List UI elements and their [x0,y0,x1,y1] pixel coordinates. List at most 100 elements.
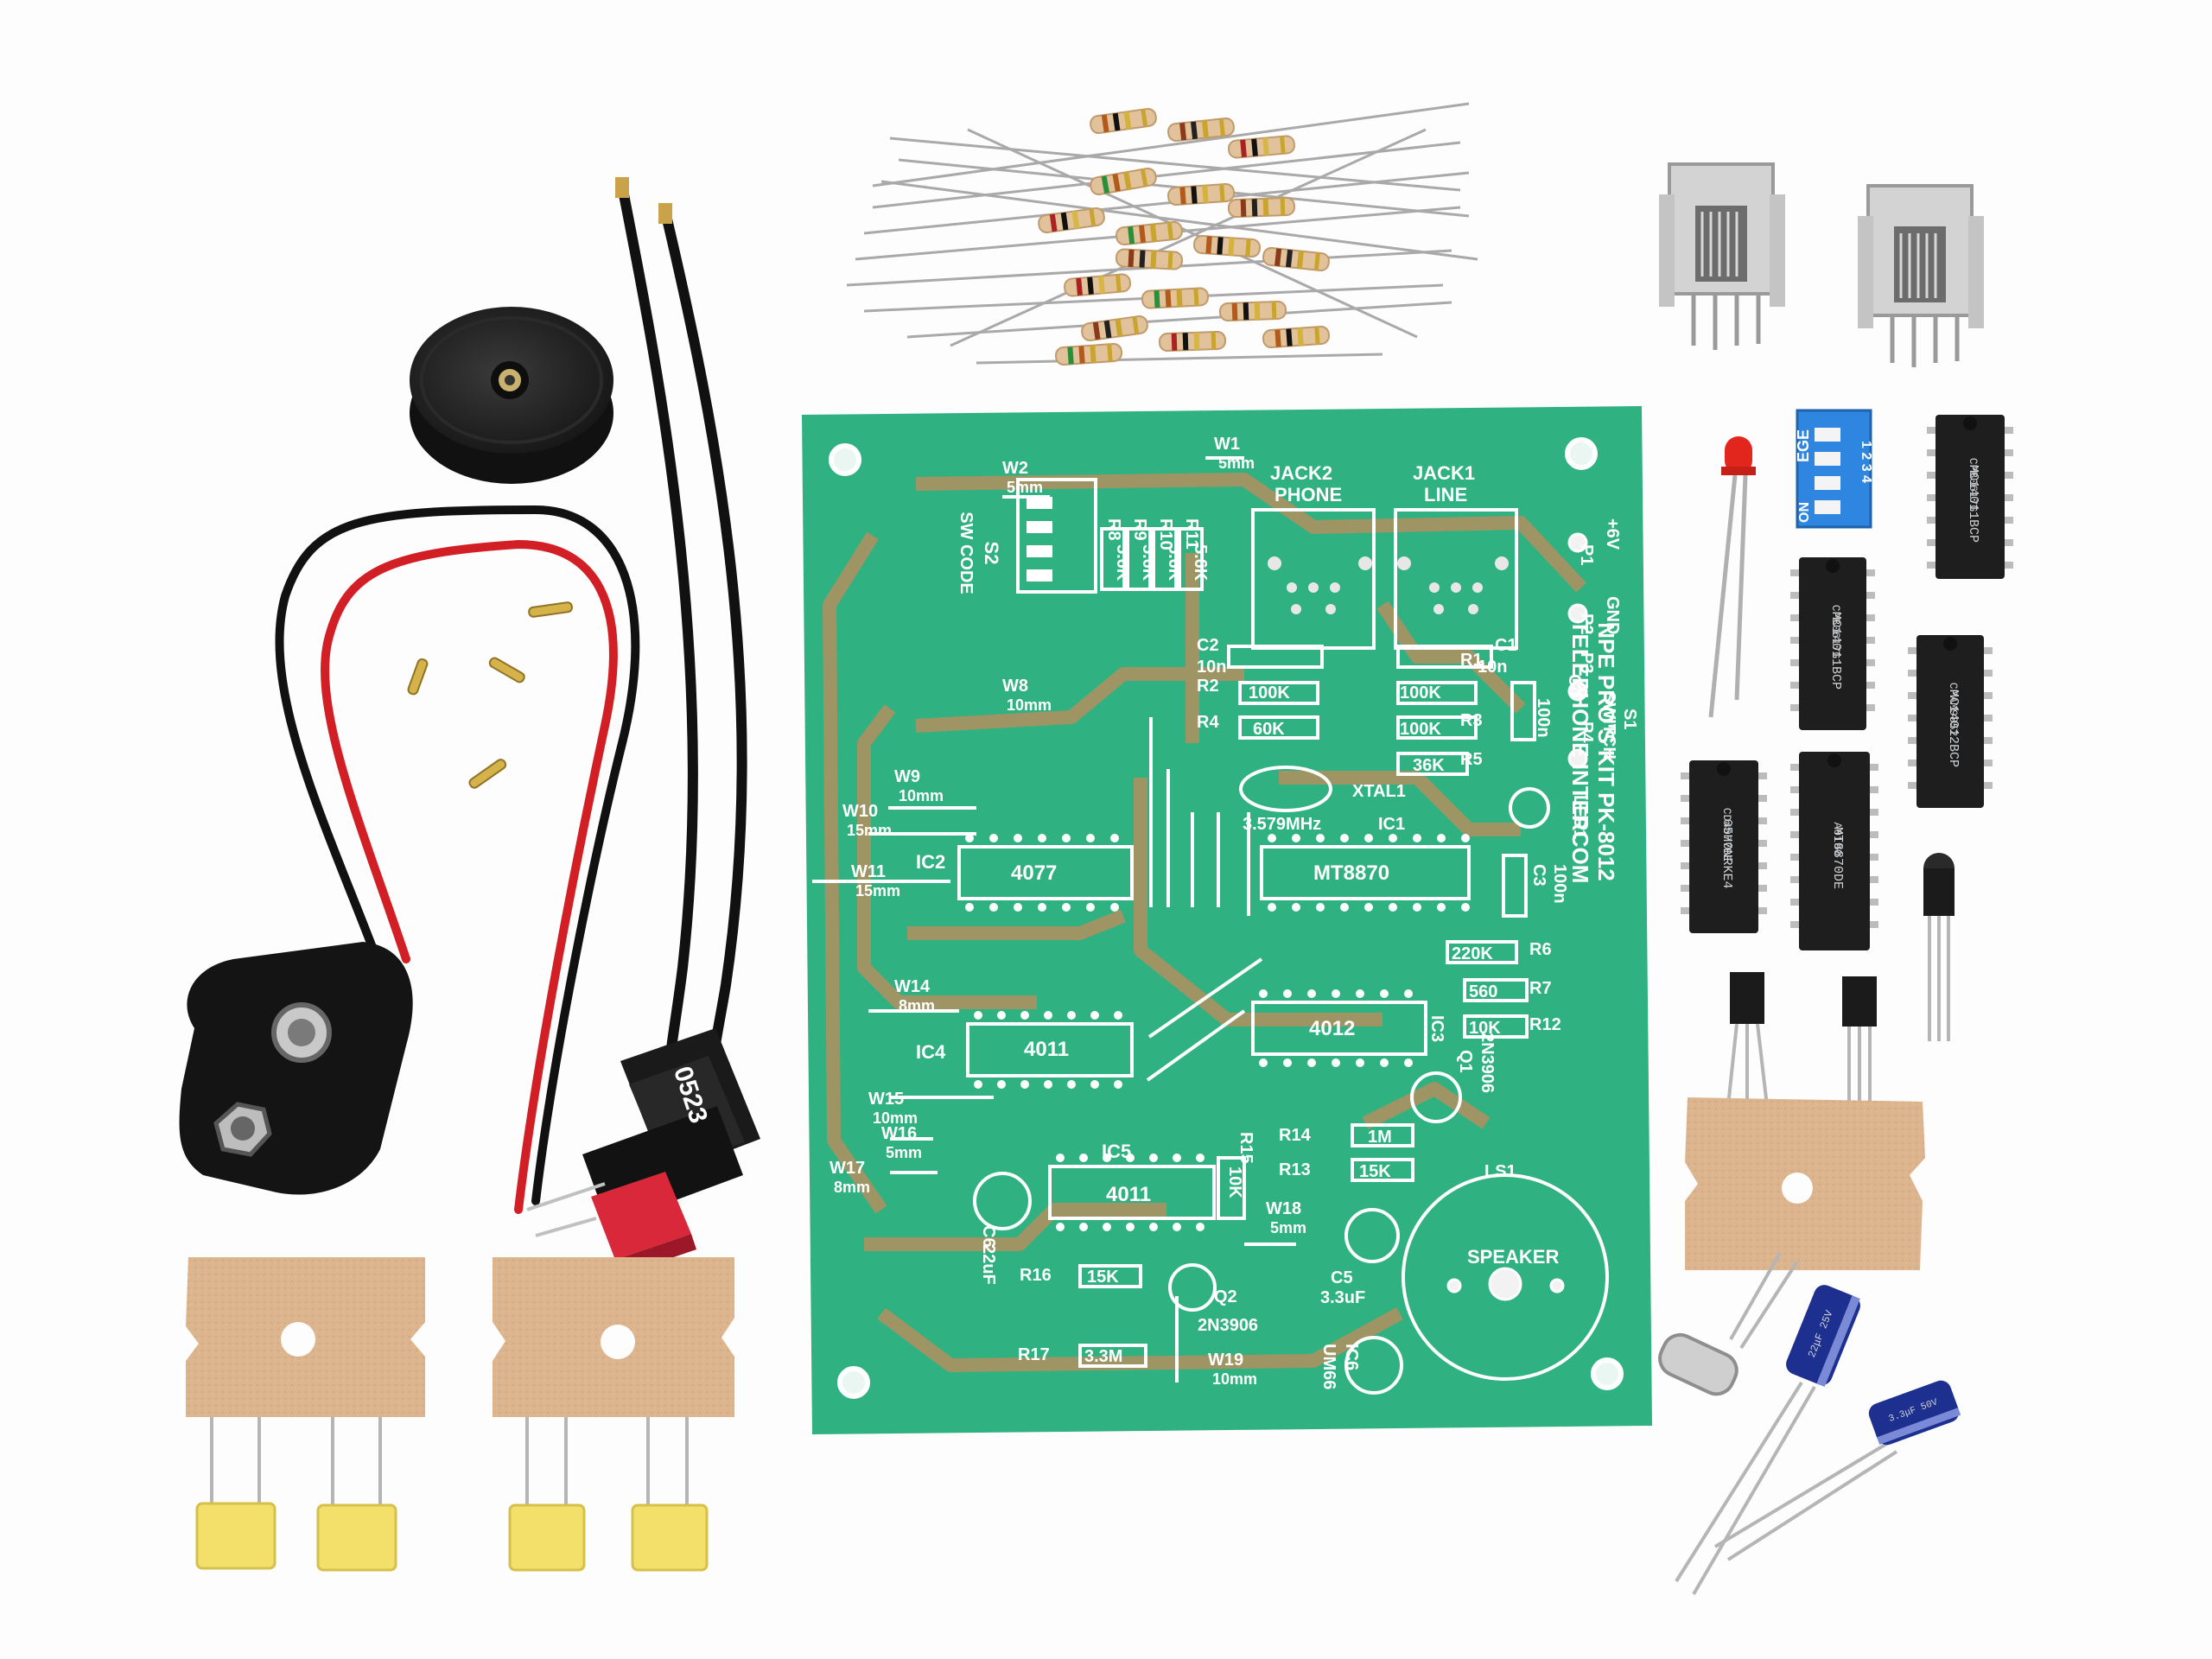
battery-leads [275,505,640,1214]
c3-label: C3 [1529,864,1548,887]
film-capacitors [195,1417,709,1572]
p4-label: P4 [1577,721,1596,743]
resistor-ref-r17: R17 [1018,1345,1050,1364]
q1-part: 2N3906 [1478,1033,1497,1093]
c4-label: C4 [1565,674,1584,696]
resistor-ref-r6: R6 [1529,940,1552,959]
loose-ic-line2: CPB0617G [1829,605,1842,658]
wire-length-w1: 5mm [1218,454,1255,472]
wire-length-w15: 10mm [873,1109,918,1127]
resistor-value-r15: 10K [1225,1166,1244,1198]
c5-value: 3.3uF [1320,1288,1365,1307]
ic6-part: UM66 [1319,1344,1338,1389]
loose-ic-line1: MC14011BCP [1828,612,1843,690]
loose-ic-line2: CPAM9852 [1947,683,1960,736]
resistor-ref-r1: R1 [1460,651,1483,670]
wire-ref-w18: W18 [1266,1199,1301,1218]
c4-value: 100n [1534,698,1553,738]
red-led [1708,436,1756,718]
resistor-value-r8: 5.6K [1113,544,1132,582]
resistor-ref-r16: R16 [1020,1266,1052,1285]
ic4-label: IC4 [916,1041,946,1063]
q2-label: Q2 [1214,1287,1237,1306]
resistor-ref-r13: R13 [1279,1160,1311,1179]
resistor-ref-r12: R12 [1529,1015,1561,1034]
jack2-label: JACK2 [1270,462,1332,484]
resistor-bodies [1038,107,1330,366]
rj-jack-left [1659,162,1785,350]
p3-label: P3 [1577,652,1596,673]
ic2-part: 4077 [1011,861,1057,885]
wire-length-w14: 8mm [899,997,935,1014]
s1-label: S1 [1620,709,1639,729]
ic3-part: 4012 [1309,1017,1355,1040]
loose-ics: MC14011BCPCPB0617GMC14011BCPCPB0617GMC14… [1681,415,2013,950]
wire-ref-w17: W17 [830,1159,865,1178]
resistor-ref-r2: R2 [1197,677,1219,696]
resistor-value-r6: 220K [1452,944,1493,963]
ic1-part: MT8870 [1313,861,1389,885]
battery-snap [179,942,413,1195]
brass-rivets [407,601,573,789]
cardboard-left-1 [186,1257,425,1417]
c2-label: C2 [1197,636,1219,655]
c6-value: 22uF [979,1244,998,1285]
resistor-ref-r8: R8 [1104,518,1123,541]
resistor-value-r3: 100K [1400,720,1441,739]
ic1-label: IC1 [1378,815,1405,834]
resistor-ref-r14: R14 [1279,1126,1312,1145]
loose-ic-line2: CD4077BE [1720,808,1733,862]
rj-jack-right [1858,184,1984,367]
jack1-sublabel: LINE [1424,484,1467,505]
pcb-board: JACK2 PHONE JACK1 LINE S2 SW CODE NPE PR… [802,406,1652,1434]
ic5-label: IC5 [1102,1141,1131,1162]
resistor-value-r4: 60K [1253,720,1285,739]
resistor-value-r17: 3.3M [1084,1347,1122,1366]
loose-ic-line1: MC14012BCP [1946,690,1961,767]
brand-line-1: NPE PRO'S KIT PK-8012 [1593,622,1619,881]
resistor-value-r14: 1M [1368,1128,1392,1147]
resistor-ref-r7: R7 [1529,979,1552,998]
ls1-label: LS1 [1484,1162,1516,1181]
wire-ref-w16: W16 [881,1124,917,1143]
wire-length-w16: 5mm [886,1144,922,1161]
resistor-value-r7: 560 [1469,982,1497,1001]
jack2-sublabel: PHONE [1274,484,1342,505]
q2-part: 2N3906 [1198,1316,1258,1335]
ic2-label: IC2 [916,851,945,873]
p2-sublabel: GND [1603,596,1622,634]
wire-length-w19: 10mm [1212,1370,1257,1388]
dip-brand: EGE [1795,429,1812,462]
resistor-ref-r10: R10 [1156,518,1175,550]
dip-numbers: 1 2 3 4 [1859,441,1873,483]
wire-ref-w9: W9 [894,767,920,786]
resistor-ref-r15: R15 [1236,1132,1255,1164]
dip-on-label: ON [1797,502,1812,523]
wire-length-w18: 5mm [1270,1219,1306,1236]
c1-value: 10n [1478,658,1507,677]
c6-label: C6 [979,1225,998,1248]
loose-ic-line2: CPB0617G [1967,458,1980,512]
ic3-label: IC3 [1427,1015,1446,1042]
resistor-value-r11: 5.6K [1191,544,1210,582]
piezo-buzzer [410,307,613,484]
wire-ref-w1: W1 [1214,435,1240,454]
s1-sublabel: SWITCH [1599,691,1618,760]
cardboard-right [1685,1097,1925,1270]
s2-sublabel: SW CODE [957,512,976,594]
power-switch: 0523 [526,1028,760,1275]
wire-length-w11: 15mm [855,882,900,899]
xtal-label: XTAL1 [1352,782,1406,801]
ic5-part: 4011 [1106,1183,1151,1206]
cardboard-left-2 [493,1257,734,1417]
resistor-ref-r11: R11 [1182,518,1201,550]
p1-label: P1 [1577,544,1596,565]
crystal [1658,1252,1799,1396]
transistors [1726,853,1955,1107]
electrolytic-capacitors: 22μF 25V 3.3μF 50V [1675,1285,1961,1596]
